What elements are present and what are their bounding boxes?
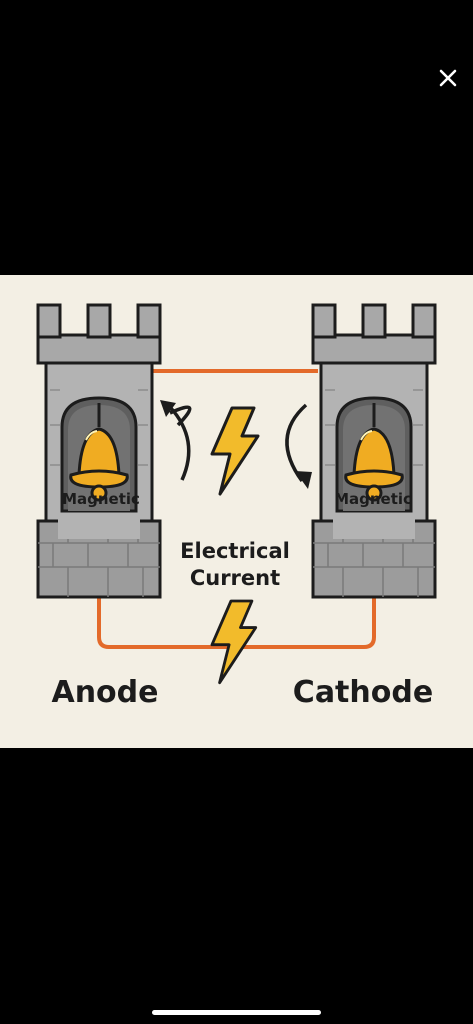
- left-swing-arrow: [160, 400, 192, 481]
- right-bell-label: Magnetic: [334, 490, 412, 508]
- left-tower: [36, 303, 162, 599]
- anode-label: Anode: [51, 675, 159, 710]
- home-indicator[interactable]: [152, 1010, 321, 1015]
- left-bell-label: Magnetic: [62, 490, 140, 508]
- center-label-line2: Current: [189, 566, 281, 590]
- lightning-bolt-upper: [210, 406, 260, 496]
- diagram-canvas: [36, 303, 437, 685]
- close-icon: [439, 69, 457, 87]
- center-label-line1: Electrical: [180, 539, 290, 563]
- lightning-bolt-lower: [210, 599, 258, 685]
- close-button[interactable]: [432, 62, 464, 94]
- cathode-label: Cathode: [292, 675, 434, 710]
- right-swing-arrow: [285, 403, 312, 489]
- right-tower: [311, 303, 437, 599]
- diagram-image: Magnetic Magnetic Electrical Current Ano…: [0, 275, 473, 748]
